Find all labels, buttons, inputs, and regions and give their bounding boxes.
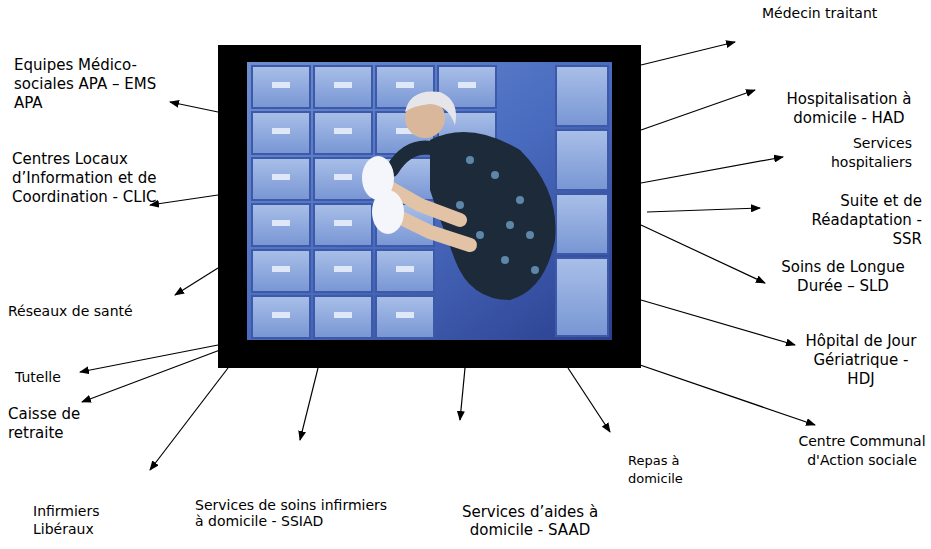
service-label: Centre Communal d'Action sociale — [797, 432, 927, 470]
service-label: Equipes Médico-sociales APA – EMS APA — [14, 56, 166, 113]
service-label: Hôpital de Jour Gériatrique - HDJ — [798, 332, 924, 389]
service-label: Hospitalisation à domicile - HAD — [778, 90, 920, 128]
photo — [247, 62, 612, 340]
service-label: Tutelle — [15, 368, 105, 386]
service-label: Suite et de Réadaptation - SSR — [782, 192, 922, 249]
service-label: Caisse de retraite — [8, 405, 128, 443]
service-label: Services hospitaliers — [812, 134, 912, 172]
service-label: Réseaux de santé — [8, 302, 178, 320]
leader-arrows — [80, 42, 815, 470]
service-label: Services d’aides à domicile - SAAD — [440, 503, 620, 539]
service-label: Services de soins infirmiers à domicile … — [195, 497, 395, 529]
service-label: Repas à domicile — [628, 452, 708, 488]
service-label: Centres Locaux d’Information et de Coord… — [12, 150, 164, 207]
service-label: Infirmiers Libéraux — [33, 502, 133, 538]
photo-frame — [218, 45, 641, 368]
service-label: Médecin traitant — [762, 4, 922, 22]
service-label: Soins de Longue Durée – SLD — [764, 258, 922, 296]
